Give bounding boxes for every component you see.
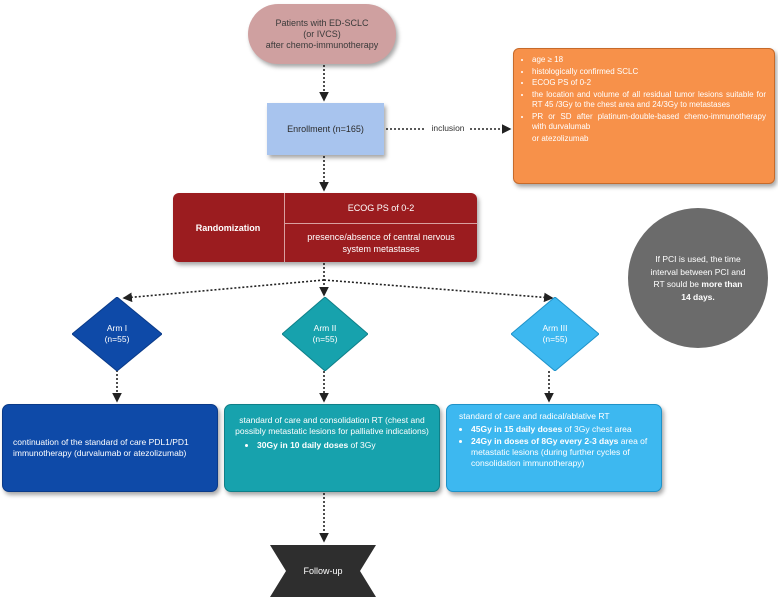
arm1-name: Arm I xyxy=(106,323,128,333)
arm2-name: Arm II xyxy=(313,323,337,333)
arrow-rand-to-arm1 xyxy=(122,279,325,303)
arm3-dose2-bold: 24Gy in doses of 8Gy every 2-3 days xyxy=(471,436,619,446)
criterion-continuation: or atezolizumab xyxy=(532,133,589,143)
arm1-diamond xyxy=(72,297,162,371)
randomization-label: Randomization xyxy=(195,222,261,233)
randomization-box: Randomization ECOG PS of 0-2 presence/ab… xyxy=(173,193,477,262)
arm2-dose-bold: 30Gy in 10 daily doses xyxy=(257,440,349,450)
pci-note-text-main: If PCI is used, the time interval betwee… xyxy=(650,254,746,289)
arm2-dose-rest: of 3Gy xyxy=(348,440,376,450)
arm2-treatment-box: standard of care and consolidation RT (c… xyxy=(224,404,440,492)
arrow-rand-to-arm3 xyxy=(323,279,554,303)
enrollment-box: Enrollment (n=165) xyxy=(267,103,384,155)
arm1-label: Arm I (n=55) xyxy=(72,297,162,371)
inclusion-criteria-box: age ≥ 18 histologically confirmed SCLC E… xyxy=(513,48,775,184)
stratification-factor-1: ECOG PS of 0-2 xyxy=(347,203,415,213)
arm3-name: Arm III xyxy=(542,323,568,333)
arm3-treatment-intro: standard of care and radical/ablative RT xyxy=(459,411,610,421)
arm3-count: (n=55) xyxy=(542,334,568,344)
start-patients-node: Patients with ED-SCLC (or IVCS) after ch… xyxy=(248,4,396,64)
enrollment-label: Enrollment (n=165) xyxy=(287,124,364,134)
arm1-treatment-text: continuation of the standard of care PDL… xyxy=(13,437,189,458)
start-line-1: Patients with ED-SCLC xyxy=(275,17,369,28)
arm3-treatment-box: standard of care and radical/ablative RT… xyxy=(446,404,662,492)
arm1-treatment-box: continuation of the standard of care PDL… xyxy=(2,404,218,492)
criterion-item: PR or SD after platinum-double-based che… xyxy=(532,112,766,133)
arm3-dose1-rest: of 3Gy chest area xyxy=(562,424,632,434)
start-line-3: after chemo-immunotherapy xyxy=(265,39,379,50)
pci-note-text: If PCI is used, the time interval betwee… xyxy=(650,253,746,303)
arm3-diamond xyxy=(511,297,599,371)
arm2-treatment-intro: standard of care and consolidation RT (c… xyxy=(235,415,429,436)
arm3-dose-item: 24Gy in doses of 8Gy every 2-3 days area… xyxy=(471,436,653,469)
arm2-label: Arm II (n=55) xyxy=(282,297,368,371)
criterion-item: histologically confirmed SCLC xyxy=(532,67,766,78)
pci-note-circle: If PCI is used, the time interval betwee… xyxy=(628,208,768,348)
criterion-item: age ≥ 18 xyxy=(532,55,766,66)
criterion-item: ECOG PS of 0-2 xyxy=(532,78,766,89)
arm1-count: (n=55) xyxy=(104,334,130,344)
start-line-2: (or IVCS) xyxy=(303,28,341,39)
followup-label: Follow-up xyxy=(303,566,343,576)
inclusion-label: inclusion xyxy=(426,122,470,134)
arm3-dose1-bold: 45Gy in 15 daily doses xyxy=(471,424,563,434)
arm3-dose-item: 45Gy in 15 daily doses of 3Gy chest area xyxy=(471,424,653,435)
arm2-dose-item: 30Gy in 10 daily doses of 3Gy xyxy=(257,440,429,451)
followup-shape xyxy=(270,545,376,597)
randomization-divider xyxy=(285,223,477,224)
randomization-divider xyxy=(284,193,285,262)
arm2-diamond xyxy=(282,297,368,371)
arm2-count: (n=55) xyxy=(312,334,338,344)
arm3-label: Arm III (n=55) xyxy=(511,297,599,371)
arm3-dose2-rest: area of metastatic lesions (during furth… xyxy=(471,436,648,468)
criterion-item: the location and volume of all residual … xyxy=(532,90,766,111)
stratification-factor-2: presence/absence of central nervous syst… xyxy=(307,232,455,254)
pci-note-text-bold: more than 14 days. xyxy=(681,279,743,302)
